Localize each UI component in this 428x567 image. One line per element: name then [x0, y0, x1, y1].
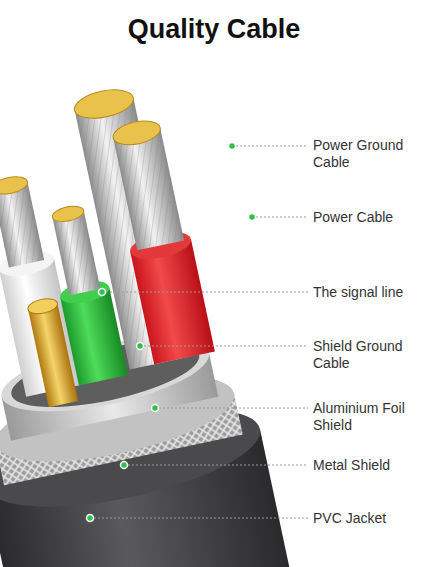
- part-label: Aluminium Foil Shield: [313, 400, 421, 434]
- part-label: PVC Jacket: [313, 510, 423, 527]
- part-label: Power Cable: [313, 209, 423, 226]
- part-label: Power Ground Cable: [313, 137, 405, 171]
- part-label: The signal line: [313, 284, 425, 301]
- part-label: Shield Ground Cable: [313, 338, 405, 372]
- title: Quality Cable: [0, 14, 428, 45]
- part-label: Metal Shield: [313, 457, 423, 474]
